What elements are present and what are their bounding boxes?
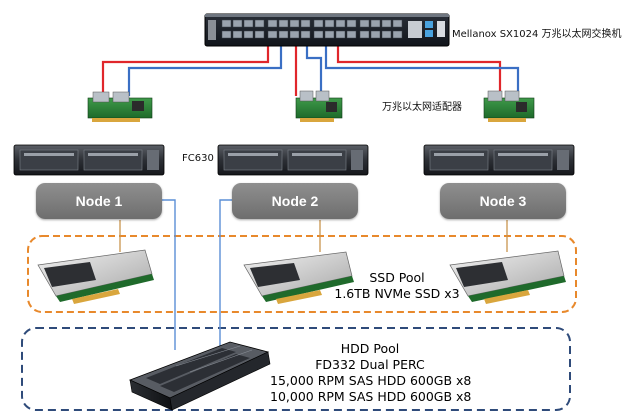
ssd-pool-detail: 1.6TB NVMe SSD x3 <box>334 286 460 301</box>
node2-hdd-link <box>219 199 232 350</box>
ssd-card-mid <box>243 251 354 304</box>
ssd-card-right <box>449 250 566 304</box>
blue-link-left <box>127 44 283 96</box>
hdd-pool-border <box>21 327 571 411</box>
adapter-card-mid <box>295 90 343 122</box>
server-label: FC630 <box>182 153 214 164</box>
node-3: Node 3 <box>440 183 566 219</box>
hdd-pool-label: HDD Pool FD332 Dual PERC 15,000 RPM SAS … <box>270 341 472 405</box>
hdd-pool-line-2: 15,000 RPM SAS HDD 600GB x8 <box>270 373 472 388</box>
server-right <box>423 144 575 176</box>
server-left <box>13 144 165 176</box>
storage-architecture-diagram: Mellanox SX1024 万兆以太网交换机 万兆以太网适配器 FC630 … <box>13 13 622 411</box>
ssd-card-left <box>37 249 154 304</box>
switch-label: Mellanox SX1024 万兆以太网交换机 <box>452 29 622 40</box>
red-link-left <box>101 44 270 96</box>
adapter-card-right <box>483 90 535 122</box>
hdd-pool-line-3: 10,000 RPM SAS HDD 600GB x8 <box>270 389 472 404</box>
fd332-enclosure <box>128 341 271 411</box>
ssd-pool-label: SSD Pool 1.6TB NVMe SSD x3 <box>322 270 472 302</box>
network-links <box>101 44 520 96</box>
ssd-pool-title: SSD Pool <box>369 270 425 285</box>
blue-link-right <box>324 44 520 96</box>
node-2: Node 2 <box>232 183 358 219</box>
hdd-pool-title: HDD Pool <box>340 341 400 356</box>
diagram-canvas <box>13 13 577 411</box>
hdd-pool-line-1: FD332 Dual PERC <box>315 357 425 372</box>
ssd-pool-border <box>27 235 577 313</box>
blue-link-mid <box>305 44 323 96</box>
adapter-label: 万兆以太网适配器 <box>382 102 462 113</box>
node1-hdd-link <box>162 199 176 350</box>
red-link-right <box>336 44 502 96</box>
server-mid <box>217 144 369 176</box>
switch-ports <box>221 19 403 39</box>
node-1: Node 1 <box>36 183 162 219</box>
mellanox-switch <box>204 13 450 47</box>
adapter-card-left <box>87 91 153 122</box>
